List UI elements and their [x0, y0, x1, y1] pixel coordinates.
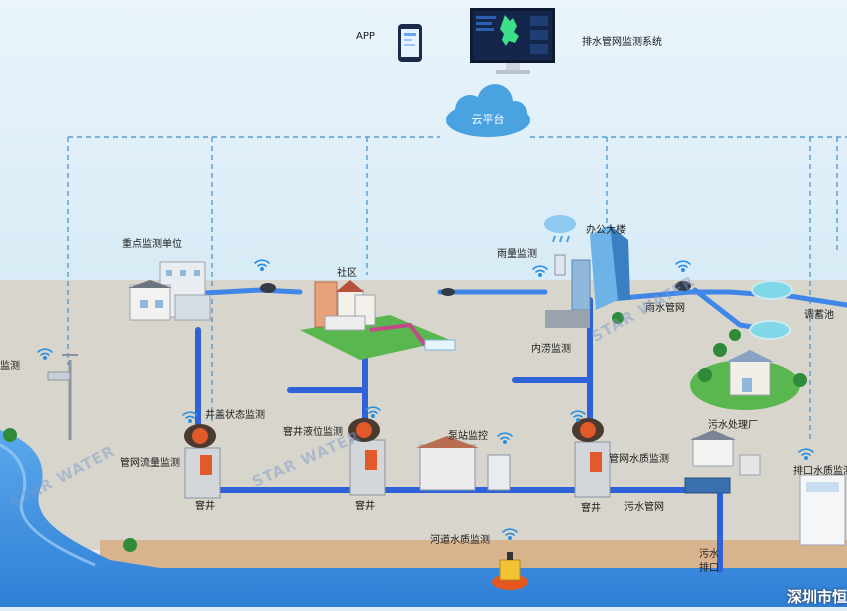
label-outfall-1: 污水	[699, 549, 719, 560]
pump-station	[416, 436, 511, 491]
network-dash-lines	[67, 136, 847, 440]
corner-brand-text: 深圳市恒	[786, 588, 847, 606]
label-pump-station: 泵站监控	[448, 431, 488, 442]
label-community: 社区	[337, 268, 357, 279]
label-rain-monitor: 雨量监测	[497, 249, 537, 260]
label-cloud-platform: 云平台	[471, 113, 505, 126]
rain-gauge-icon	[544, 215, 576, 276]
monitor-icon	[470, 8, 555, 74]
river-highlight	[0, 443, 96, 567]
label-pipe-quality: 管网水质监测	[609, 454, 669, 465]
label-manhole-level: 窨井液位监测	[283, 427, 343, 438]
label-monitor-left: 监测	[0, 361, 20, 372]
key-unit-building	[128, 261, 211, 321]
label-app: APP	[356, 31, 375, 42]
label-cover-status: 井盖状态监测	[205, 410, 265, 421]
sky	[0, 0, 847, 285]
label-outlet-quality: 排口水质监测	[793, 466, 847, 477]
label-pipe-flow: 管网流量监测	[120, 458, 180, 469]
cloud-platform-icon	[446, 84, 530, 137]
label-system: 排水管网监测系统	[582, 37, 662, 48]
label-sewage-pipe: 污水管网	[624, 502, 664, 513]
label-storage: 调蓄池	[804, 310, 834, 321]
label-office: 办公大楼	[586, 225, 626, 236]
manhole-2	[348, 418, 386, 496]
river	[0, 430, 847, 607]
label-key-unit: 重点监测单位	[122, 239, 182, 250]
office-tower	[545, 225, 630, 328]
community-buildings	[300, 280, 456, 360]
label-waterlogging: 内涝监测	[531, 344, 571, 355]
label-outfall-2: 排口	[699, 563, 719, 574]
pipe-nodes	[260, 281, 691, 296]
manhole-3	[572, 418, 611, 498]
phone-icon	[398, 24, 422, 62]
outfall-building	[684, 430, 761, 494]
trees	[3, 312, 807, 552]
storage-ponds	[749, 280, 793, 340]
ground	[0, 280, 847, 550]
label-manhole-3: 窨井	[581, 503, 601, 514]
manhole-1	[184, 424, 221, 499]
label-sewage-plant: 污水处理厂	[708, 420, 758, 431]
label-manhole-1: 窨井	[195, 501, 215, 512]
buoy-icon	[492, 552, 528, 590]
wifi-icons	[37, 259, 814, 541]
sewage-plant	[690, 350, 800, 410]
label-manhole-2: 窨井	[355, 501, 375, 512]
label-river-quality: 河道水质监测	[430, 535, 490, 546]
outlet-cabinet	[799, 474, 846, 546]
label-rain-pipe: 雨水管网	[645, 303, 685, 314]
weather-station	[47, 354, 78, 440]
